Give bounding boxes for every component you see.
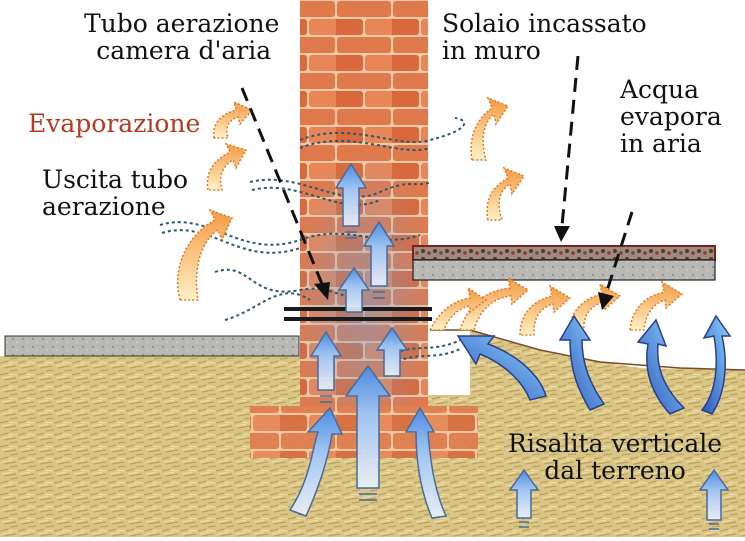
label-solaio-incassato: Solaio incassato in muro <box>442 10 647 64</box>
label-tubo-aerazione: Tubo aerazione camera d'aria <box>84 10 279 64</box>
air-path-8 <box>224 292 311 321</box>
label-line: Uscita tubo <box>42 165 188 194</box>
label-line: Risalita verticale <box>508 429 723 458</box>
label-line: in muro <box>442 36 541 65</box>
left-floor-slab <box>4 335 300 357</box>
curved-rising-arrow <box>404 406 448 519</box>
rising-arrow <box>309 330 343 391</box>
pointer-tubo-aerazione <box>240 87 324 285</box>
evaporation-arrow <box>206 142 248 191</box>
evaporation-arrow <box>486 166 526 221</box>
curved-rising-arrow <box>288 406 344 517</box>
legend-rising-arrow <box>508 468 540 519</box>
evaporation-arrows <box>177 96 684 336</box>
rising-arrow <box>375 326 409 377</box>
label-line: Acqua <box>620 75 700 104</box>
evaporation-arrow <box>213 100 254 139</box>
ground-arrow <box>700 314 732 415</box>
embedded-slab-gravel <box>412 245 716 261</box>
legend-rising-arrow <box>698 468 730 521</box>
air-path-1 <box>299 117 466 144</box>
evaporation-arrow <box>470 96 510 161</box>
rising-arrow <box>334 162 368 227</box>
footing-curved-arrows <box>288 406 448 519</box>
evaporation-arrow <box>519 284 572 336</box>
rising-arrow <box>337 266 371 313</box>
label-risalita: Risalita verticale dal terreno <box>508 430 722 484</box>
air-path-4 <box>251 186 381 206</box>
label-line: aerazione <box>42 192 166 221</box>
evaporation-arrow <box>428 286 488 331</box>
label-line: evapora <box>620 102 722 131</box>
label-line: in aria <box>620 129 702 158</box>
ground-arrow <box>456 335 547 401</box>
label-line: camera d'aria <box>96 36 272 65</box>
pointer-heads <box>314 226 614 310</box>
label-uscita-tubo: Uscita tubo aerazione <box>42 166 188 220</box>
air-path-2 <box>299 139 431 152</box>
label-pointers <box>240 55 634 295</box>
rising-arrow-large <box>344 364 392 489</box>
wall-rising-arrows <box>309 162 409 489</box>
embedded-slab-concrete <box>412 259 716 281</box>
label-line: dal terreno <box>544 456 686 485</box>
evaporation-arrow <box>629 280 684 331</box>
pointer-acqua <box>604 211 634 295</box>
ground-arrow <box>636 318 686 415</box>
barrier-line-bottom <box>284 317 432 321</box>
air-paths <box>159 117 466 369</box>
pointer-solaio <box>560 55 580 227</box>
arrow-tails <box>320 231 385 501</box>
air-path-3 <box>249 178 431 198</box>
ground-rising-arrows <box>456 314 732 415</box>
ground-arrow <box>558 314 606 411</box>
rising-arrow <box>362 220 396 287</box>
evaporation-arrow <box>177 208 234 301</box>
label-acqua-evapora: Acqua evapora in aria <box>620 76 722 157</box>
label-line: Tubo aerazione <box>84 9 280 38</box>
label-evaporazione: Evaporazione <box>28 109 201 138</box>
air-path-6 <box>161 229 301 254</box>
label-line: Solaio incassato <box>442 9 647 38</box>
legend-arrows <box>508 468 730 530</box>
air-path-7 <box>214 268 361 298</box>
